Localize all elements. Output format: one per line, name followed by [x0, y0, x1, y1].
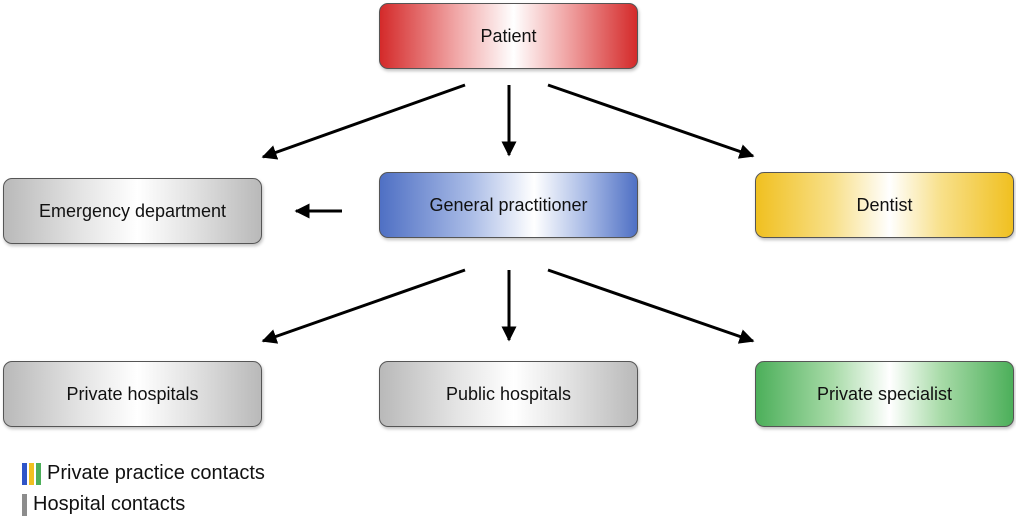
legend-swatch-green: [36, 462, 41, 485]
node-patient: Patient: [379, 3, 638, 69]
node-general-practitioner-label: General practitioner: [429, 194, 588, 215]
node-emergency-department-label: Emergency department: [38, 200, 227, 221]
arrow-patient-to-dentist: [547, 83, 755, 159]
legend-hospital-label: Hospital contacts: [33, 493, 186, 515]
arrow-gp-to-private-hospitals: [261, 268, 466, 344]
node-private-specialist: Private specialist: [755, 361, 1014, 427]
arrow-patient-to-emergency: [261, 83, 466, 160]
node-general-practitioner: General practitioner: [379, 172, 638, 238]
node-dentist: Dentist: [755, 172, 1014, 238]
legend-hospital: Hospital contacts: [22, 493, 185, 516]
node-private-hospitals-label: Private hospitals: [66, 383, 199, 404]
legend-hospital-swatches: [22, 493, 29, 516]
node-public-hospitals: Public hospitals: [379, 361, 638, 427]
legend-swatch-blue: [22, 462, 27, 485]
node-private-hospitals: Private hospitals: [3, 361, 262, 427]
legend-swatch-gray: [22, 493, 27, 516]
arrow-gp-to-private-specialist: [547, 268, 755, 344]
legend-private-practice: Private practice contacts: [22, 462, 265, 485]
node-public-hospitals-label: Public hospitals: [445, 383, 572, 404]
legend-swatch-yellow: [29, 462, 34, 485]
legend-private-practice-swatches: [22, 462, 43, 485]
legend-private-practice-label: Private practice contacts: [47, 462, 265, 484]
node-private-specialist-label: Private specialist: [816, 383, 953, 404]
node-patient-label: Patient: [480, 25, 537, 46]
node-emergency-department: Emergency department: [3, 178, 262, 244]
node-dentist-label: Dentist: [856, 194, 913, 215]
